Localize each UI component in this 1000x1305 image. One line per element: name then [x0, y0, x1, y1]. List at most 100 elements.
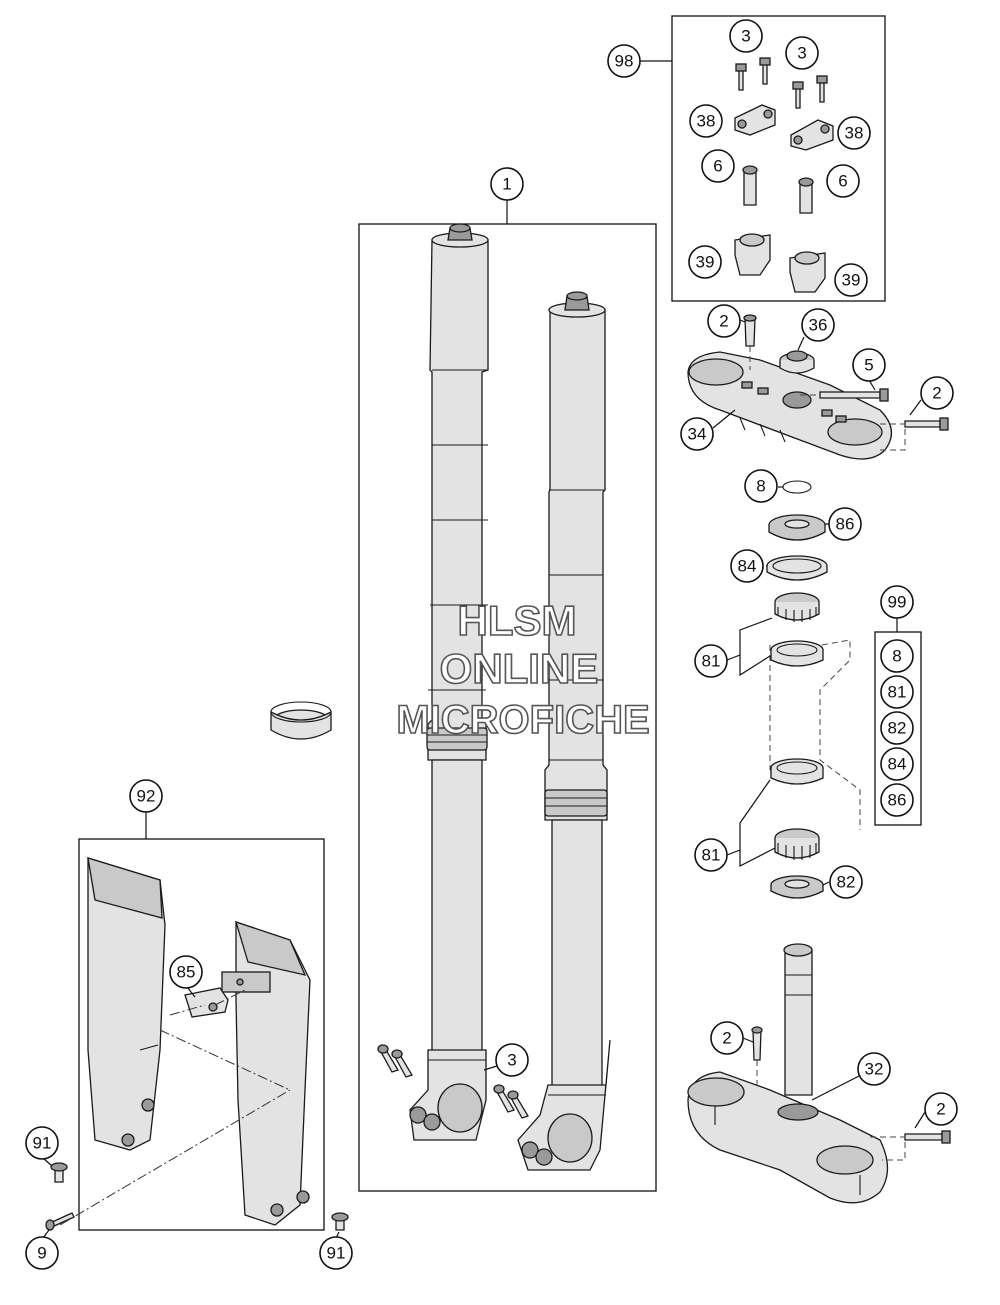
callout-9: 9: [25, 1236, 59, 1270]
callout-92: 92: [129, 779, 163, 813]
leader-32: [811, 1074, 862, 1101]
callout-3: 3: [785, 36, 819, 70]
leader-81-top: [726, 617, 773, 677]
svg-text:91: 91: [33, 1134, 52, 1153]
svg-text:98: 98: [615, 52, 634, 71]
callout-99: 99: [880, 585, 914, 619]
callout-38: 38: [837, 116, 871, 150]
callout-1: 1: [490, 167, 524, 201]
svg-text:81: 81: [888, 683, 907, 702]
bearing-upper: [774, 592, 820, 622]
svg-text:8: 8: [756, 477, 765, 496]
fork-seal-ring: [270, 701, 332, 740]
callout-36: 36: [801, 308, 835, 342]
handlebar-clamp-kit-box: [671, 15, 886, 302]
handlebar-bolt-6-right: [798, 177, 814, 214]
svg-text:6: 6: [713, 157, 722, 176]
callout-39: 39: [834, 263, 868, 297]
svg-text:82: 82: [888, 719, 907, 738]
svg-text:38: 38: [697, 112, 716, 131]
callout-84: 84: [730, 549, 764, 583]
fork-protector-right: [221, 920, 311, 1226]
svg-text:86: 86: [836, 515, 855, 534]
svg-text:3: 3: [741, 27, 750, 46]
pinch-bolt-lower: [751, 1026, 763, 1061]
callout-82: 82: [829, 865, 863, 899]
clamp-bolt-2-lower: [904, 1130, 951, 1144]
svg-text:92: 92: [137, 787, 156, 806]
o-ring-8: [782, 480, 812, 494]
clamp-bolt-5: [819, 388, 889, 402]
fork-leg-right: [517, 291, 611, 1171]
watermark: HLSM ONLINE MICROFICHE: [396, 596, 651, 743]
leader-81-bottom: [726, 779, 776, 867]
protector-screw-91-right: [331, 1212, 349, 1231]
watermark-line-3: MICROFICHE: [396, 698, 649, 742]
bolt-axis-top: [749, 346, 906, 451]
protector-assembly-lines: [59, 989, 291, 1226]
handlebar-clamp-top-left: [734, 104, 776, 136]
svg-text:85: 85: [177, 963, 196, 982]
fork-protector-kit-box: [78, 838, 325, 1231]
bearing-race-upper: [770, 640, 824, 667]
callout-2: 2: [920, 376, 954, 410]
svg-text:86: 86: [888, 791, 907, 810]
lower-triple-clamp: [687, 943, 889, 1204]
handlebar-mount-39-right: [789, 251, 826, 293]
leader-2-lower-b: [914, 1111, 926, 1129]
callout-86: 86: [828, 507, 862, 541]
svg-text:84: 84: [888, 755, 907, 774]
dust-seal-86: [768, 514, 826, 541]
leader-3-fork: [483, 1065, 498, 1071]
fork-foot-bolts-left: [377, 1044, 413, 1078]
svg-text:8: 8: [892, 647, 901, 666]
callout-2: 2: [707, 304, 741, 338]
kit-99-item: 8: [880, 639, 914, 673]
svg-text:32: 32: [865, 1060, 884, 1079]
clamp-bolt-2-top: [904, 417, 949, 431]
svg-text:9: 9: [37, 1244, 46, 1263]
svg-text:5: 5: [864, 356, 873, 375]
svg-text:91: 91: [327, 1244, 346, 1263]
callout-34: 34: [680, 417, 714, 451]
svg-text:1: 1: [502, 175, 511, 194]
fork-leg-left: [409, 223, 489, 1141]
svg-text:34: 34: [688, 425, 707, 444]
svg-text:2: 2: [719, 312, 728, 331]
leader-2-top-b: [909, 399, 922, 416]
callout-2: 2: [924, 1092, 958, 1126]
svg-text:2: 2: [932, 384, 941, 403]
kit-99-item: 86: [880, 783, 914, 817]
svg-text:39: 39: [696, 253, 715, 272]
callout-81: 81: [694, 838, 728, 872]
callout-5: 5: [852, 348, 886, 382]
callout-6: 6: [826, 164, 860, 198]
handlebar-clamp-top-right: [790, 119, 834, 151]
callout-3: 3: [495, 1043, 529, 1077]
leader-82: [822, 881, 830, 886]
callout-85: 85: [169, 955, 203, 989]
callout-3: 3: [729, 19, 763, 53]
bearing-kit-box: [874, 631, 922, 826]
fork-protector-left: [87, 857, 166, 1151]
watermark-line-2: ONLINE: [440, 645, 599, 692]
callout-91: 91: [319, 1236, 353, 1270]
kit-99-item: 81: [880, 675, 914, 709]
bearing-lower: [774, 828, 820, 860]
brake-line-clip-85: [184, 987, 229, 1018]
svg-text:3: 3: [797, 44, 806, 63]
fork-foot-bolts-right: [493, 1084, 529, 1119]
kit-99-item: 82: [880, 711, 914, 745]
protector-screw-9: [45, 1212, 75, 1231]
callout-39: 39: [688, 245, 722, 279]
callout-8: 8: [744, 469, 778, 503]
leader-36: [797, 336, 805, 351]
svg-text:99: 99: [888, 593, 907, 612]
watermark-line-1: HLSM: [458, 597, 577, 644]
callout-2: 2: [710, 1021, 744, 1055]
callout-91: 91: [25, 1126, 59, 1160]
head-tube-outline: [769, 639, 861, 830]
svg-text:6: 6: [838, 172, 847, 191]
callout-38: 38: [689, 104, 723, 138]
svg-text:3: 3: [507, 1051, 516, 1070]
